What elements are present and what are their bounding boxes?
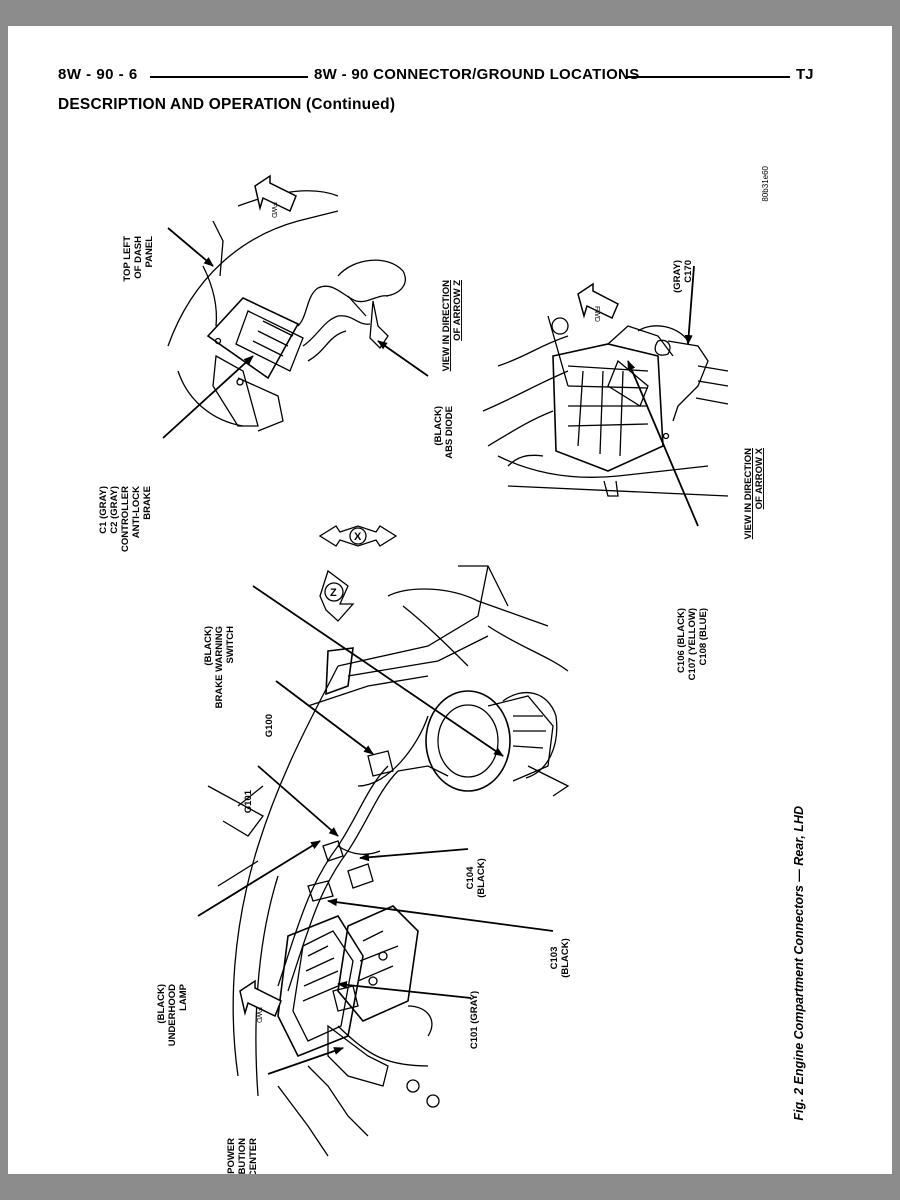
label-c170: (GRAY) C170 <box>672 260 694 293</box>
svg-text:UNDERHOOD: UNDERHOOD <box>167 984 178 1046</box>
label-abs-controller: C1 (GRAY) C2 (GRAY) CONTROLLER ANTI-LOCK… <box>98 486 153 552</box>
label-view-x: VIEW IN DIRECTION OF ARROW X <box>743 447 765 539</box>
abs-controller-sketch <box>167 190 406 432</box>
svg-text:VIEW IN DIRECTION: VIEW IN DIRECTION <box>441 280 452 371</box>
fwd-label: FWD <box>270 202 277 218</box>
svg-text:SWITCH: SWITCH <box>225 626 236 664</box>
svg-text:(BLACK): (BLACK) <box>476 858 487 898</box>
label-view-z: VIEW IN DIRECTION OF ARROW Z <box>441 280 463 372</box>
svg-text:C106 (BLACK): C106 (BLACK) <box>676 608 687 673</box>
svg-text:OF ARROW X: OF ARROW X <box>754 447 765 509</box>
view-x-sketch <box>482 315 729 497</box>
view-arrow-x: X <box>318 525 398 547</box>
fwd-arrow: FWD <box>239 979 282 1023</box>
svg-text:ABS DIODE: ABS DIODE <box>444 406 455 459</box>
header-rule-right <box>626 76 790 78</box>
svg-text:(BLACK): (BLACK) <box>156 984 167 1024</box>
label-c101: C101 (GRAY) <box>469 991 480 1049</box>
model-code: TJ <box>796 66 814 83</box>
manual-page: 8W - 90 - 6 8W - 90 CONNECTOR/GROUND LOC… <box>8 26 892 1174</box>
svg-text:C170: C170 <box>683 260 694 283</box>
drawing-code: 80b31e60 <box>761 165 770 201</box>
svg-text:C107 (YELLOW): C107 (YELLOW) <box>687 608 698 680</box>
label-abs-diode: (BLACK) ABS DIODE <box>433 406 455 459</box>
svg-text:(GRAY): (GRAY) <box>672 260 683 293</box>
fwd-arrow: FWD <box>577 282 619 322</box>
svg-text:TOP LEFT: TOP LEFT <box>122 236 133 282</box>
label-power-distribution-center: POWER DISTRIBUTION CENTER <box>226 1138 259 1174</box>
label-c106-c107-c108: C106 (BLACK) C107 (YELLOW) C108 (BLUE) <box>676 608 709 680</box>
svg-text:C103: C103 <box>549 947 560 970</box>
svg-text:OF DASH: OF DASH <box>133 236 144 279</box>
svg-text:CENTER: CENTER <box>248 1138 259 1174</box>
svg-text:CONTROLLER: CONTROLLER <box>120 486 131 552</box>
svg-text:C2 (GRAY): C2 (GRAY) <box>109 486 120 534</box>
arrow-z-letter: Z <box>330 587 337 599</box>
view-arrow-z: Z <box>319 569 355 622</box>
figure-caption: Fig. 2 Engine Compartment Connectors — R… <box>792 806 806 1121</box>
fwd-label: FWD <box>255 1007 262 1023</box>
label-underhood-lamp: (BLACK) UNDERHOOD LAMP <box>156 983 189 1046</box>
svg-text:OF ARROW Z: OF ARROW Z <box>452 280 463 341</box>
svg-text:C108 (BLUE): C108 (BLUE) <box>698 608 709 666</box>
fwd-arrow: FWD <box>254 174 297 218</box>
chapter-title: 8W - 90 CONNECTOR/GROUND LOCATIONS <box>314 66 640 83</box>
svg-text:VIEW IN DIRECTION: VIEW IN DIRECTION <box>743 448 754 539</box>
label-c104: C104 (BLACK) <box>465 858 487 898</box>
svg-text:(BLACK): (BLACK) <box>433 406 444 446</box>
engine-compartment-diagram: FWD FWD <box>98 165 806 1174</box>
svg-text:(BLACK): (BLACK) <box>560 938 571 978</box>
label-top-left-dash: TOP LEFT OF DASH PANEL <box>122 236 155 282</box>
arrow-x-letter: X <box>354 531 362 543</box>
svg-text:ANTI-LOCK: ANTI-LOCK <box>131 486 142 538</box>
svg-text:C104: C104 <box>465 866 476 889</box>
section-title: DESCRIPTION AND OPERATION (Continued) <box>58 96 396 113</box>
header-rule-left <box>150 76 308 78</box>
fwd-label: FWD <box>593 306 600 322</box>
svg-text:POWER: POWER <box>226 1138 237 1174</box>
label-g101: G101 <box>243 789 254 813</box>
label-brake-warning-switch: (BLACK) BRAKE WARNING SWITCH <box>203 626 236 708</box>
page-number: 8W - 90 - 6 <box>58 66 138 83</box>
svg-text:BRAKE: BRAKE <box>142 486 153 520</box>
page-header: 8W - 90 - 6 8W - 90 CONNECTOR/GROUND LOC… <box>8 66 892 88</box>
svg-text:(BLACK): (BLACK) <box>203 626 214 666</box>
svg-text:BRAKE WARNING: BRAKE WARNING <box>214 626 225 708</box>
svg-text:PANEL: PANEL <box>144 236 155 268</box>
svg-text:DISTRIBUTION: DISTRIBUTION <box>237 1138 248 1174</box>
svg-text:LAMP: LAMP <box>178 983 189 1011</box>
label-c103: C103 (BLACK) <box>549 938 571 978</box>
engine-compartment-sketch <box>207 565 570 1157</box>
leader-lines <box>162 227 699 1075</box>
label-g100: G100 <box>264 714 275 737</box>
svg-text:C1 (GRAY): C1 (GRAY) <box>98 486 109 534</box>
